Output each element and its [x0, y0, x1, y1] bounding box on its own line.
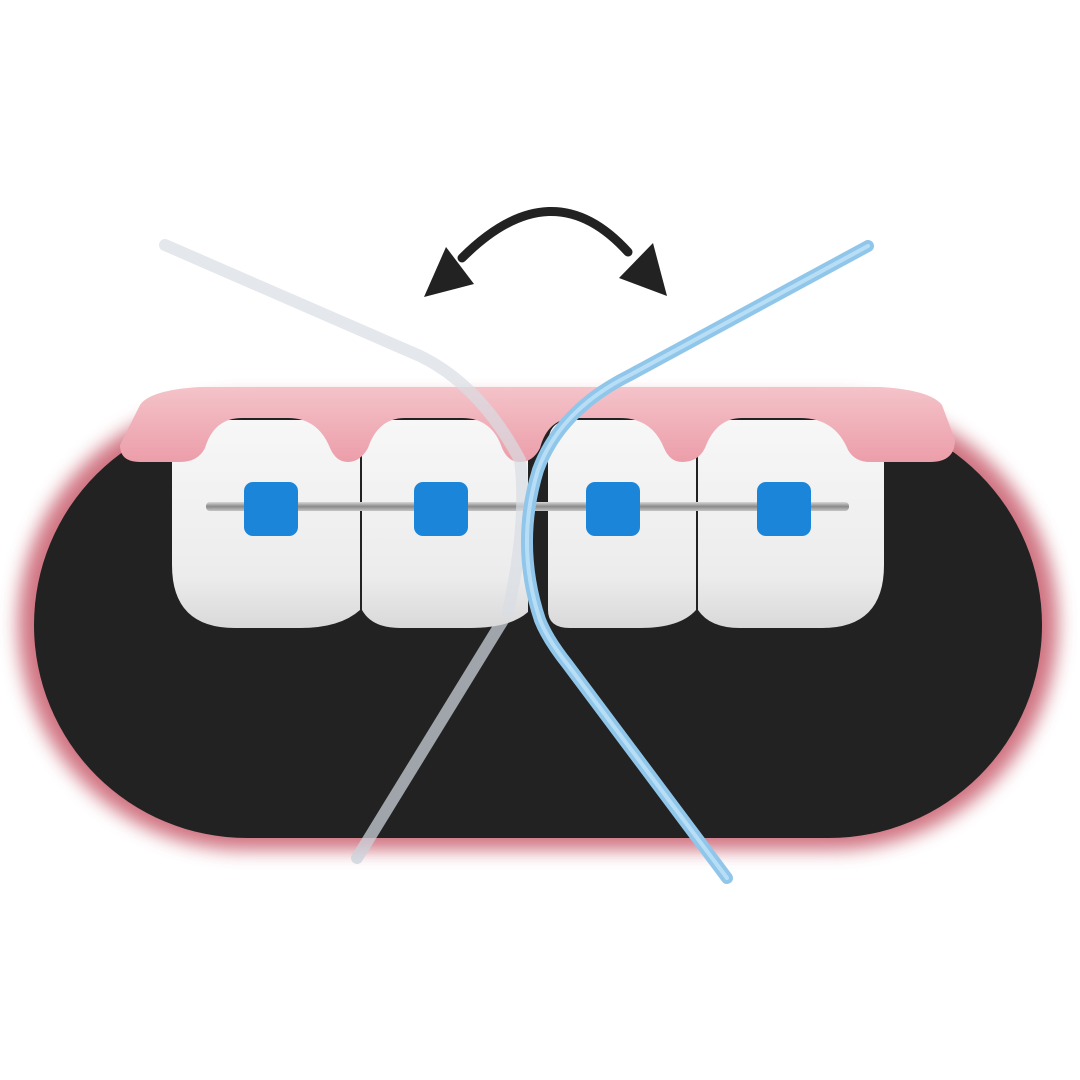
- double-curved-arrow-icon: [424, 206, 667, 297]
- bracket: [586, 482, 640, 536]
- brackets: [244, 482, 811, 536]
- bracket: [244, 482, 298, 536]
- floss-ghost-lower: [351, 606, 514, 864]
- bracket: [757, 482, 811, 536]
- floss-threader-highlight: [524, 244, 870, 880]
- arrow-head-left: [424, 247, 474, 297]
- bracket: [414, 482, 468, 536]
- arrow-head-right: [619, 243, 667, 296]
- floss-ghost-upper: [159, 239, 529, 618]
- gum: [120, 387, 955, 462]
